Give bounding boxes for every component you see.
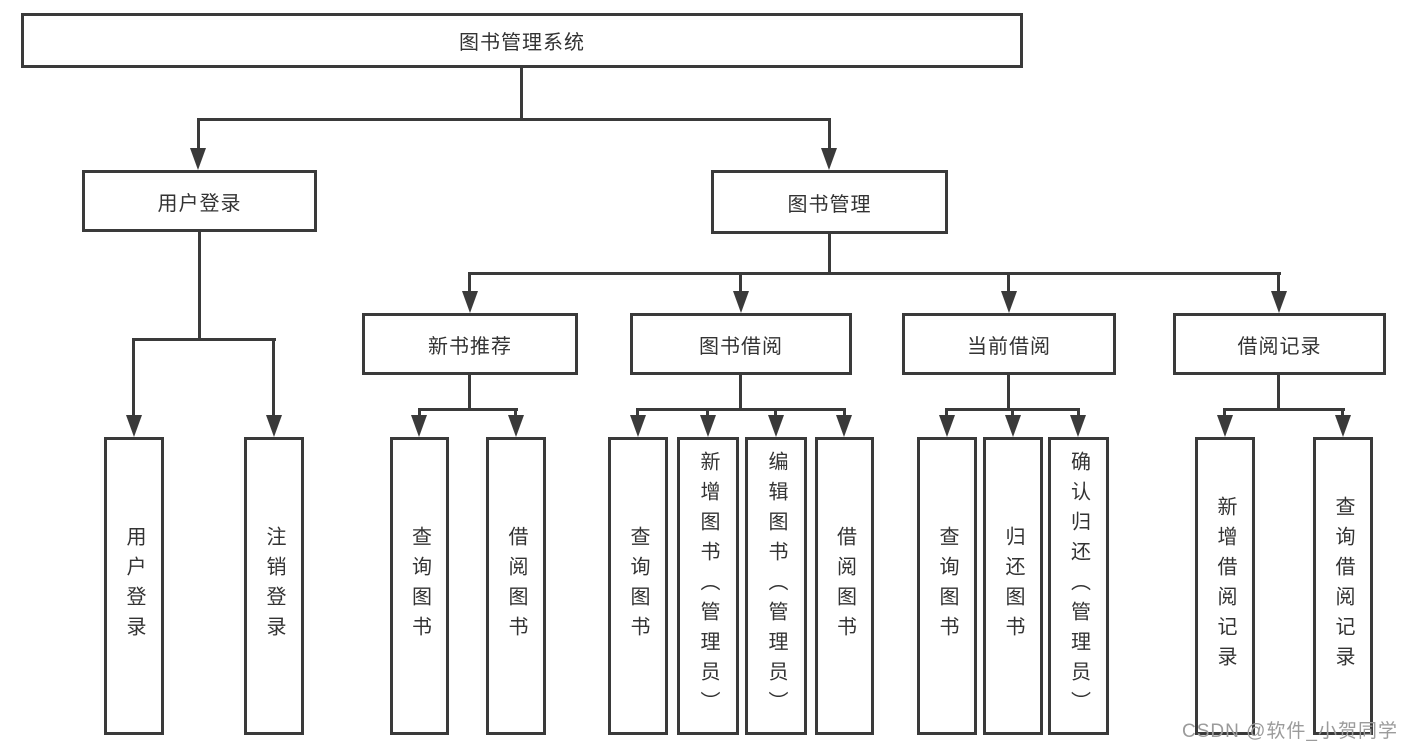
leaf-query-borrow-record: 查询借阅记录	[1313, 437, 1373, 735]
node-user-login-label: 用户登录	[157, 192, 242, 215]
arrow-down-icon	[1001, 291, 1017, 313]
arrow-down-icon	[508, 415, 524, 437]
leaf-borrow-books-label: 借阅图书	[833, 526, 856, 646]
arrow-down-icon	[1005, 415, 1021, 437]
leaf-confirm-return-admin: 确认归还（管理员）	[1048, 437, 1109, 735]
arrow-down-icon	[126, 415, 142, 437]
node-book-management: 图书管理	[711, 170, 948, 234]
leaf-user-login: 用户登录	[104, 437, 164, 735]
node-book-borrow-label: 图书借阅	[699, 335, 783, 358]
leaf-user-login-label: 用户登录	[123, 526, 145, 646]
leaf-return-books: 归还图书	[983, 437, 1043, 735]
leaf-edit-books-admin-label: 编辑图书（管理员）	[765, 451, 787, 721]
node-current-borrow: 当前借阅	[902, 313, 1116, 375]
connector-line	[1277, 272, 1280, 293]
arrow-down-icon	[411, 415, 427, 437]
connector-line	[706, 408, 709, 418]
leaf-borrow-books-recommend-label: 借阅图书	[505, 526, 527, 646]
connector-line	[774, 408, 777, 418]
arrow-down-icon	[1271, 291, 1287, 313]
node-borrow-records: 借阅记录	[1173, 313, 1386, 375]
connector-line	[514, 408, 517, 418]
leaf-confirm-return-admin-label: 确认归还（管理员）	[1067, 451, 1090, 721]
connector-line	[828, 234, 831, 272]
connector-line	[132, 338, 135, 418]
leaf-logout: 注销登录	[244, 437, 304, 735]
connector-line	[418, 408, 421, 418]
arrow-down-icon	[190, 148, 206, 170]
arrow-down-icon	[733, 291, 749, 313]
connector-line	[828, 118, 831, 151]
connector-line	[843, 408, 846, 418]
node-current-borrow-label: 当前借阅	[967, 335, 1051, 358]
connector-line	[1341, 408, 1344, 418]
leaf-query-books-borrow: 查询图书	[608, 437, 668, 735]
connector-line	[945, 408, 948, 418]
arrow-down-icon	[700, 415, 716, 437]
arrow-down-icon	[939, 415, 955, 437]
leaf-add-borrow-record-label: 新增借阅记录	[1214, 496, 1236, 676]
connector-line	[468, 375, 471, 408]
arrow-down-icon	[836, 415, 852, 437]
connector-line	[636, 408, 846, 411]
node-new-book-recommend-label: 新书推荐	[428, 335, 512, 358]
connector-line	[197, 118, 831, 121]
node-book-management-label: 图书管理	[787, 193, 872, 216]
node-borrow-records-label: 借阅记录	[1237, 335, 1322, 358]
connector-line	[1007, 272, 1010, 293]
connector-line	[1077, 408, 1080, 418]
node-user-login: 用户登录	[82, 170, 317, 232]
leaf-query-books-recommend-label: 查询图书	[408, 526, 431, 646]
arrow-down-icon	[1070, 415, 1086, 437]
connector-line	[198, 232, 201, 338]
leaf-borrow-books-recommend: 借阅图书	[486, 437, 546, 735]
connector-line	[636, 408, 639, 418]
connector-line	[197, 118, 200, 151]
connector-line	[739, 272, 742, 293]
leaf-borrow-books: 借阅图书	[815, 437, 874, 735]
connector-line	[739, 375, 742, 408]
connector-line	[418, 408, 518, 411]
node-root-label: 图书管理系统	[459, 32, 585, 54]
leaf-query-books-current: 查询图书	[917, 437, 977, 735]
leaf-add-borrow-record: 新增借阅记录	[1195, 437, 1255, 735]
leaf-return-books-label: 归还图书	[1002, 526, 1024, 646]
arrow-down-icon	[462, 291, 478, 313]
arrow-down-icon	[630, 415, 646, 437]
connector-line	[1277, 375, 1280, 408]
arrow-down-icon	[1335, 415, 1351, 437]
connector-line	[468, 272, 1281, 275]
connector-line	[1223, 408, 1345, 411]
arrow-down-icon	[1217, 415, 1233, 437]
connector-line	[272, 338, 275, 418]
node-book-borrow: 图书借阅	[630, 313, 852, 375]
leaf-query-borrow-record-label: 查询借阅记录	[1332, 496, 1354, 676]
connector-line	[1007, 375, 1010, 408]
leaf-logout-label: 注销登录	[263, 526, 285, 646]
leaf-add-books-admin-label: 新增图书（管理员）	[697, 451, 719, 721]
arrow-down-icon	[768, 415, 784, 437]
leaf-add-books-admin: 新增图书（管理员）	[677, 437, 739, 735]
connector-line	[1011, 408, 1014, 418]
leaf-query-books-recommend: 查询图书	[390, 437, 449, 735]
connector-line	[520, 68, 523, 118]
arrow-down-icon	[821, 148, 837, 170]
node-root: 图书管理系统	[21, 13, 1023, 68]
watermark: CSDN @软件_小贺同学	[1182, 721, 1398, 742]
leaf-query-books-current-label: 查询图书	[936, 526, 958, 646]
connector-line	[1223, 408, 1226, 418]
node-new-book-recommend: 新书推荐	[362, 313, 578, 375]
leaf-query-books-borrow-label: 查询图书	[627, 526, 649, 646]
connector-line	[468, 272, 471, 293]
leaf-edit-books-admin: 编辑图书（管理员）	[745, 437, 807, 735]
arrow-down-icon	[266, 415, 282, 437]
connector-line	[132, 338, 276, 341]
